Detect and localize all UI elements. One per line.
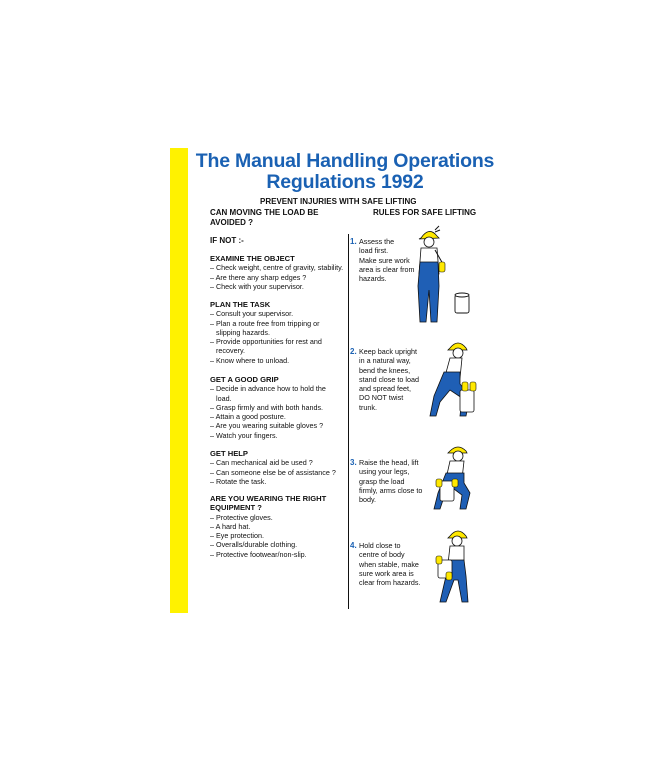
column-divider [348, 234, 350, 609]
left-heading-line-1: CAN MOVING THE LOAD BE [210, 208, 319, 217]
yellow-strip [170, 148, 188, 613]
step-text-line: area is clear from [359, 264, 415, 274]
list-item: – Provide opportunities for rest and [210, 337, 322, 347]
section-heading: GET HELP [210, 449, 248, 458]
step-text-line: Raise the head, lift [359, 458, 419, 467]
step-text-line: hazards. [359, 274, 387, 284]
safety-poster: The Manual Handling Operations Regulatio… [170, 148, 500, 613]
list-item: – Can mechanical aid be used ? [210, 458, 313, 468]
step-text-line: in a natural way, [359, 356, 411, 366]
section-examine-object: EXAMINE THE OBJECT – Check weight, centr… [210, 254, 343, 291]
arrow-pointer-icon [190, 452, 201, 464]
section-heading: GET A GOOD GRIP [210, 375, 279, 384]
list-item: – Check weight, centre of gravity, stabi… [210, 263, 344, 273]
worker-lifting-figure-icon [433, 446, 471, 510]
section-good-grip: GET A GOOD GRIP – Decide in advance how … [210, 375, 326, 440]
step-text-line: body. [359, 495, 377, 505]
step-text-line: clear from hazards. [359, 578, 421, 588]
list-item: – Know where to unload. [210, 355, 290, 365]
arrow-pointer-icon [190, 256, 201, 268]
list-item: – Are there any sharp edges ? [210, 272, 307, 282]
list-item: recovery. [216, 346, 246, 356]
step-text-line: stand close to load [359, 374, 419, 384]
step-text-line: load first. [359, 246, 389, 256]
step-text-line: Make sure work [359, 255, 410, 265]
step-text-line: using your legs, [359, 467, 410, 477]
section-equipment: ARE YOU WEARING THE RIGHT EQUIPMENT ? – … [210, 494, 326, 559]
section-heading-continued: EQUIPMENT ? [210, 503, 262, 513]
title-line-1: The Manual Handling Operations [195, 150, 495, 172]
step-text-line: firmly, arms close to [359, 485, 423, 495]
list-item: – Can someone else be of assistance ? [210, 467, 336, 477]
container-icon [454, 292, 470, 314]
list-item: – Protective footwear/non-slip. [210, 549, 307, 559]
list-item: – Protective gloves. [210, 512, 273, 522]
step-number: 3. [350, 458, 357, 467]
list-item: slipping hazards. [216, 327, 270, 337]
step-text-line: when stable, make [359, 559, 419, 569]
step-number: 2. [350, 347, 357, 356]
worker-carrying-figure-icon [435, 530, 469, 603]
list-item: – Decide in advance how to hold the [210, 384, 326, 394]
section-get-help: GET HELP – Can mechanical aid be used ? … [210, 449, 336, 486]
step-text-line: and spread feet, [359, 384, 411, 394]
section-heading: PLAN THE TASK [210, 300, 271, 309]
step-number: 1. [350, 237, 357, 246]
step-text-line: grasp the load [359, 476, 405, 486]
step-number: 4. [350, 541, 357, 550]
list-item: load. [216, 393, 232, 403]
step-text-line: Keep back upright [359, 347, 417, 356]
list-item: – Overalls/durable clothing. [210, 540, 298, 550]
poster-title: The Manual Handling Operations Regulatio… [190, 151, 500, 193]
list-item: – Consult your supervisor. [210, 309, 294, 319]
list-item: – Rotate the task. [210, 476, 267, 486]
title-line-2: Regulations 1992 [266, 171, 424, 193]
arrow-pointer-icon [190, 377, 201, 389]
step-text-line: centre of body [359, 550, 405, 560]
step-text-line: trunk. [359, 402, 377, 412]
left-column-heading: CAN MOVING THE LOAD BE AVOIDED ? [210, 208, 318, 227]
list-item: – Check with your supervisor. [210, 281, 304, 291]
worker-bending-figure-icon [429, 342, 477, 417]
step-text-line: sure work area is [359, 568, 414, 578]
list-item: – Are you wearing suitable gloves ? [210, 421, 324, 431]
list-item: – Watch your fingers. [210, 430, 278, 440]
left-heading-line-2: AVOIDED ? [210, 217, 253, 227]
worker-standing-figure-icon [417, 225, 446, 323]
step-text-line: bend the knees, [359, 365, 411, 375]
section-plan-task: PLAN THE TASK – Consult your supervisor.… [210, 300, 322, 365]
list-item: – Grasp firmly and with both hands. [210, 402, 324, 412]
step-text-line: Assess the [359, 237, 395, 246]
list-item: – Eye protection. [210, 531, 264, 541]
if-not-label: IF NOT :- [210, 236, 244, 245]
poster-subtitle: PREVENT INJURIES WITH SAFE LIFTING [260, 197, 417, 206]
arrow-pointer-icon [190, 496, 201, 508]
section-heading: EXAMINE THE OBJECT [210, 254, 295, 263]
list-item: – A hard hat. [210, 521, 251, 531]
section-heading: ARE YOU WEARING THE RIGHT [210, 494, 327, 503]
right-column-heading: RULES FOR SAFE LIFTING [373, 208, 477, 217]
list-item: – Plan a route free from tripping or [210, 318, 320, 328]
list-item: – Attain a good posture. [210, 412, 286, 422]
step-text-line: DO NOT twist [359, 393, 404, 403]
arrow-pointer-icon [190, 302, 201, 314]
step-text-line: Hold close to [359, 541, 401, 550]
